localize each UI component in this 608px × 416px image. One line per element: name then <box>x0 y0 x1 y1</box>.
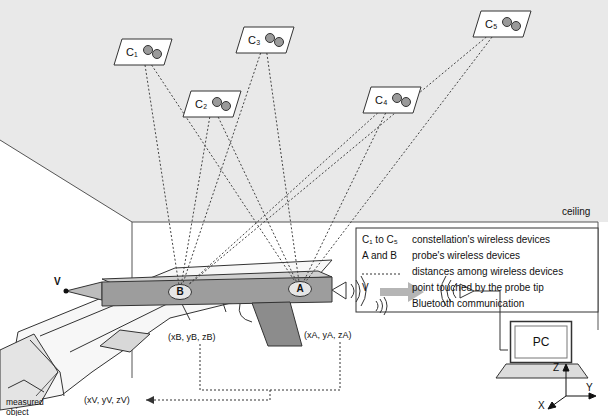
antenna-dot <box>144 46 153 55</box>
antenna-dot <box>512 22 521 31</box>
node-outline <box>236 27 294 53</box>
node-label: C₁ <box>126 46 172 58</box>
annotation-label: Z <box>553 362 559 374</box>
antenna-dot <box>222 102 231 111</box>
constellation-device: C₃ <box>236 27 294 53</box>
distance-line <box>145 65 179 284</box>
annotation-label: X <box>538 400 545 412</box>
constellation-device: C₁ <box>114 39 172 65</box>
constellation-device: C₂ <box>183 91 241 117</box>
node-label: C₄ <box>375 94 421 106</box>
laptop-base <box>496 364 588 378</box>
distance-line <box>183 53 261 284</box>
legend-text: point touched by the probe tip <box>412 282 544 294</box>
constellation-device: C₄ <box>363 87 421 113</box>
measured-object <box>0 260 332 410</box>
legend-dotted-sample <box>362 274 402 275</box>
device-oval <box>169 285 192 300</box>
legend-text: probe's wireless devices <box>412 250 520 262</box>
node-label: PC <box>510 335 572 349</box>
node-outline <box>183 91 241 117</box>
node-label: C₅ <box>485 18 531 30</box>
annotation-label: V <box>54 276 61 288</box>
antenna-dot <box>266 34 275 43</box>
annotation-label: (xV, yV, zV) <box>84 394 130 406</box>
device-plate <box>183 91 241 117</box>
annotation-label: measured object <box>6 397 50 416</box>
annotation-label: A and B <box>362 250 397 262</box>
leader-line <box>36 372 58 396</box>
antenna-dot <box>213 98 222 107</box>
node-outline <box>363 87 421 113</box>
node-label: A <box>288 283 312 295</box>
probe-device: B <box>168 284 192 300</box>
antenna-dot <box>402 98 411 107</box>
annotation-label: C₁ to C₅ <box>362 234 398 246</box>
node-label: C₂ <box>195 98 241 110</box>
distance-line <box>190 37 487 284</box>
node-outline <box>114 39 172 65</box>
probe-tip-point <box>64 289 69 294</box>
bracket-arrowhead <box>146 396 154 404</box>
distance-line <box>267 53 299 281</box>
device-plate <box>363 87 421 113</box>
constellation-device: C₅ <box>473 11 531 37</box>
annotation-label: (xA, yA, zA) <box>304 329 352 341</box>
antenna-dot <box>153 50 162 59</box>
node-label: B <box>168 286 192 298</box>
node-outline <box>473 11 531 37</box>
probe-device: A <box>288 281 312 297</box>
legend-text: constellation's wireless devices <box>412 234 550 246</box>
annotation-label: Y <box>586 382 593 394</box>
antenna-dot <box>503 18 512 27</box>
legend-text: distances among wireless devices <box>412 266 563 278</box>
coordinate-bracket <box>146 342 340 400</box>
distance-line <box>189 113 378 284</box>
wall-edge <box>132 222 598 223</box>
node-label: C₃ <box>248 34 294 46</box>
legend-box <box>356 228 598 312</box>
wall-edge <box>0 140 132 222</box>
device-oval <box>289 282 312 297</box>
screen-frame <box>511 322 572 363</box>
legend-text: Bluetooth communication <box>412 298 524 310</box>
legend-bluetooth-sample <box>376 297 387 315</box>
annotation-label: (xB, yB, zB) <box>168 331 216 343</box>
device-plate <box>473 11 531 37</box>
antenna-dot <box>393 94 402 103</box>
device-plate <box>236 27 294 53</box>
distance-line <box>218 117 296 281</box>
annotation-label: V <box>362 282 369 294</box>
antenna-dot <box>275 38 284 47</box>
device-plate <box>114 39 172 65</box>
distance-line <box>181 117 209 284</box>
annotation-label: ceiling <box>562 206 590 218</box>
pc-screen: PC <box>510 321 572 363</box>
